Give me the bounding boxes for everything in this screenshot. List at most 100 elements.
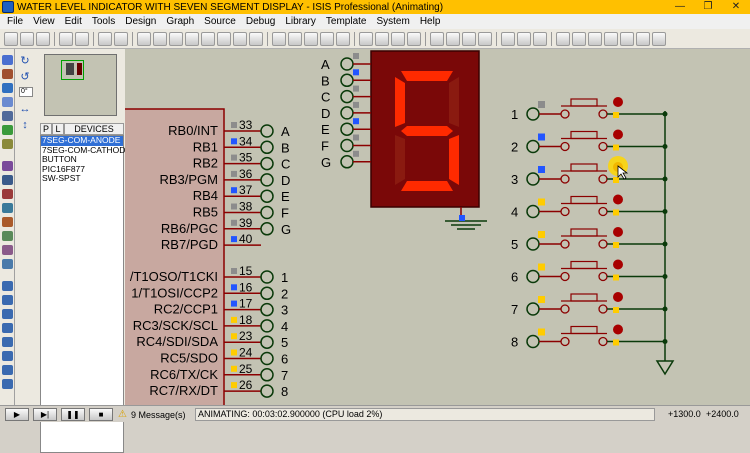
switch-button-cap[interactable]	[570, 325, 598, 335]
box-icon[interactable]	[2, 295, 13, 305]
zoom-area-icon[interactable]	[249, 31, 263, 46]
decompose-icon[interactable]	[478, 31, 492, 46]
overview-window[interactable]	[44, 54, 117, 116]
switch-button-cap[interactable]	[570, 163, 598, 172]
menu-template[interactable]: Template	[325, 16, 367, 27]
switch-button-cap[interactable]	[570, 98, 598, 107]
origin-icon[interactable]	[169, 31, 183, 46]
pick-device-icon[interactable]	[430, 31, 444, 46]
new-sheet-icon[interactable]	[572, 31, 586, 46]
play-button[interactable]: ▶	[5, 408, 29, 421]
block-rotate-icon[interactable]	[391, 31, 405, 46]
device-list-item[interactable]: PIC16F877	[42, 163, 85, 174]
switch-input-terminal[interactable]	[526, 237, 540, 251]
mirror-horizontal-icon[interactable]: ↔	[19, 103, 31, 115]
make-device-icon[interactable]	[446, 31, 460, 46]
block-delete-icon[interactable]	[407, 31, 421, 46]
switch-input-terminal[interactable]	[526, 302, 540, 316]
switch-action-icon[interactable]	[613, 129, 623, 140]
menu-view[interactable]: View	[33, 16, 55, 27]
design-explorer-icon[interactable]	[556, 31, 570, 46]
menu-edit[interactable]: Edit	[64, 16, 82, 27]
step-button[interactable]: ▶|	[33, 408, 57, 421]
generator-icon[interactable]	[2, 217, 13, 227]
segment-input-terminal[interactable]	[340, 155, 354, 169]
segment-input-terminal[interactable]	[340, 106, 354, 120]
portb-terminal[interactable]	[260, 156, 274, 171]
portc-terminal[interactable]	[260, 351, 274, 366]
pause-button[interactable]: ❚❚	[61, 408, 85, 421]
switch-action-icon[interactable]	[613, 227, 623, 237]
cut-icon[interactable]	[304, 31, 318, 46]
subcircuit-icon[interactable]	[2, 139, 13, 149]
minimize-button[interactable]: —	[675, 1, 685, 12]
packaging-icon[interactable]	[462, 31, 476, 46]
redraw-icon[interactable]	[137, 31, 151, 46]
portb-terminal[interactable]	[260, 124, 274, 138]
paste-icon[interactable]	[336, 31, 350, 46]
menu-graph[interactable]: Graph	[166, 16, 195, 27]
marker-icon[interactable]	[2, 379, 13, 389]
electrical-check-icon[interactable]	[636, 31, 650, 46]
maximize-button[interactable]: ❐	[703, 1, 713, 12]
switch-input-terminal[interactable]	[526, 269, 540, 284]
stop-button[interactable]: ■	[89, 408, 113, 421]
device-list-item[interactable]: BUTTON	[42, 154, 77, 164]
zoom-in-icon[interactable]	[201, 31, 215, 46]
switch-input-terminal[interactable]	[526, 139, 540, 154]
wire-autorouter-icon[interactable]	[501, 31, 515, 46]
graph-icon[interactable]	[2, 189, 13, 199]
segment-input-terminal[interactable]	[340, 89, 354, 104]
line-icon[interactable]	[2, 281, 13, 291]
portc-terminal[interactable]	[260, 335, 274, 349]
device-pins-icon[interactable]	[2, 175, 13, 185]
copy-icon[interactable]	[320, 31, 334, 46]
tape-recorder-icon[interactable]	[2, 203, 13, 213]
rotate-clockwise-icon[interactable]: ↻	[20, 55, 30, 67]
portc-terminal[interactable]	[260, 319, 274, 333]
terminals-icon[interactable]	[2, 161, 13, 171]
save-icon[interactable]	[36, 31, 50, 46]
switch-button-cap[interactable]	[570, 260, 598, 270]
print-area-icon[interactable]	[114, 31, 128, 46]
tab-library-manager[interactable]: L	[52, 123, 64, 135]
voltage-probe-icon[interactable]	[2, 231, 13, 241]
pic16f877-body[interactable]	[125, 108, 225, 405]
rotation-input[interactable]: 0°	[19, 87, 33, 97]
buses-icon[interactable]	[2, 125, 13, 135]
segment-input-terminal[interactable]	[340, 73, 354, 88]
portc-terminal[interactable]	[260, 384, 274, 398]
switch-action-icon[interactable]	[613, 292, 623, 302]
portb-terminal[interactable]	[260, 205, 274, 220]
block-copy-icon[interactable]	[359, 31, 373, 46]
undo-icon[interactable]	[272, 31, 286, 46]
grid-icon[interactable]	[153, 31, 167, 46]
segment-input-terminal[interactable]	[340, 138, 354, 153]
text-script-icon[interactable]	[2, 111, 13, 121]
zoom-out-icon[interactable]	[217, 31, 231, 46]
pan-icon[interactable]	[185, 31, 199, 46]
switch-input-terminal[interactable]	[526, 172, 540, 186]
portc-terminal[interactable]	[260, 270, 274, 284]
close-button[interactable]: ✕	[731, 1, 741, 12]
switch-action-icon[interactable]	[613, 194, 623, 205]
menu-file[interactable]: File	[7, 16, 24, 27]
switch-button-cap[interactable]	[570, 293, 598, 302]
device-list-item[interactable]: SW-SPST	[42, 173, 81, 183]
portb-terminal[interactable]	[260, 173, 274, 187]
remove-sheet-icon[interactable]	[588, 31, 602, 46]
bill-of-materials-icon[interactable]	[620, 31, 634, 46]
portb-terminal[interactable]	[260, 189, 274, 203]
search-tag-icon[interactable]	[517, 31, 531, 46]
rotate-anticlockwise-icon[interactable]: ↺	[20, 71, 30, 83]
switch-button-cap[interactable]	[570, 130, 598, 140]
open-file-icon[interactable]	[20, 31, 34, 46]
portb-terminal[interactable]	[260, 222, 274, 236]
junction-dot-icon[interactable]	[2, 83, 13, 93]
block-move-icon[interactable]	[375, 31, 389, 46]
switch-action-icon[interactable]	[613, 324, 623, 335]
circle-icon[interactable]	[2, 309, 13, 319]
overview-viewport[interactable]	[61, 60, 84, 80]
selection-mode-icon[interactable]	[2, 55, 13, 65]
switch-input-terminal[interactable]	[526, 204, 540, 219]
